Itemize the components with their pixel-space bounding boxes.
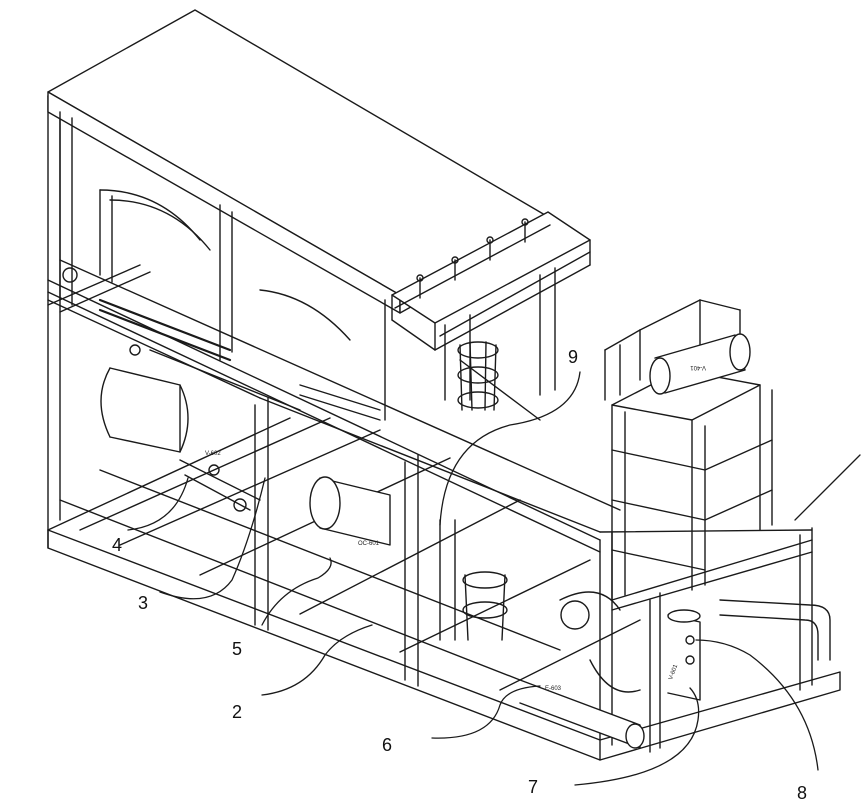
- callout-8: 8: [797, 783, 808, 803]
- tag-v602: V-602: [205, 451, 221, 457]
- vessel-e603: [519, 679, 645, 749]
- leader-line-4: [127, 477, 189, 531]
- callout-9: 9: [568, 347, 579, 367]
- vessel-v401: [649, 333, 751, 395]
- right-tower: [604, 299, 773, 601]
- leader-line-1: [794, 454, 861, 521]
- callout-4: 4: [112, 535, 123, 555]
- callout-5: 5: [232, 639, 243, 659]
- base-skid: [47, 417, 841, 761]
- tag-oc601: OC-601: [358, 541, 380, 547]
- callout-6: 6: [382, 735, 393, 755]
- callout-7: 7: [528, 777, 539, 797]
- vessel-left-horizontal: [100, 367, 189, 453]
- callout-2: 2: [232, 702, 243, 722]
- tag-v601: V-601: [668, 663, 679, 680]
- ladder-cage-lower: [462, 571, 508, 641]
- callout-3: 3: [138, 593, 149, 613]
- tag-v401: V-401: [690, 364, 706, 370]
- leader-line-9: [439, 371, 581, 526]
- vessel-oc601: [309, 476, 391, 546]
- vessel-v601: [667, 609, 701, 701]
- leader-lines: [127, 371, 861, 786]
- leader-line-2: [261, 624, 373, 696]
- top-railing: [391, 211, 591, 401]
- leader-line-8: [695, 639, 819, 771]
- main-frame: [47, 95, 813, 753]
- ladder-cage-upper: [457, 341, 499, 411]
- leader-line-7: [574, 687, 700, 786]
- leader-line-6: [431, 685, 541, 739]
- piping: [62, 267, 831, 693]
- tag-e603: E-603: [545, 686, 562, 692]
- leader-line-5: [261, 557, 332, 626]
- leader-line-3: [159, 477, 266, 600]
